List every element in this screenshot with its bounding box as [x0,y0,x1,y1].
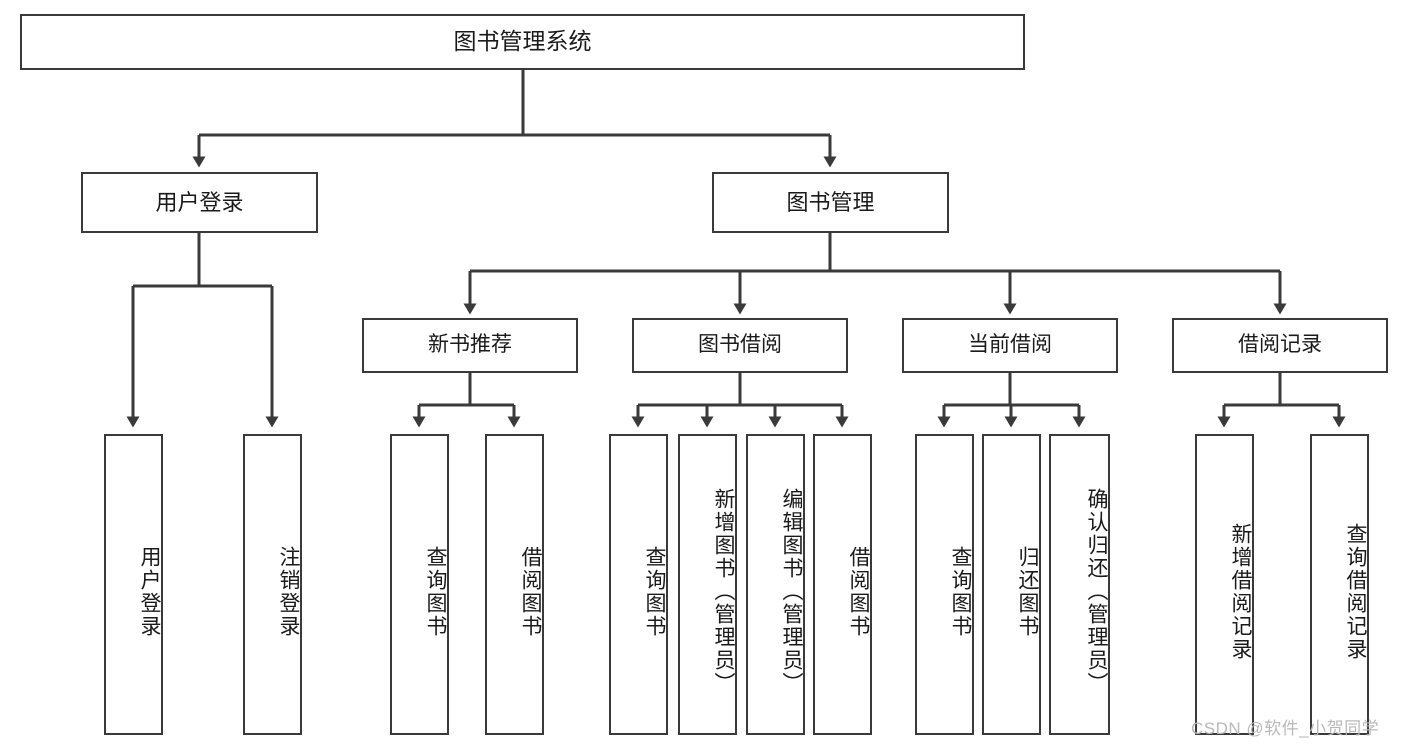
leaf-current-return-book[interactable]: 归还图书 [982,434,1041,735]
leaf-borrow-borrow-book[interactable]: 借阅图书 [813,434,872,735]
node-label: 借阅图书 [519,545,542,638]
node-book-borrow[interactable]: 图书借阅 [632,318,848,373]
node-label: 图书管理系统 [453,28,592,55]
leaf-current-query-book[interactable]: 查询图书 [915,434,974,735]
leaf-borrow-query-book[interactable]: 查询图书 [609,434,668,735]
node-root-book-management-system[interactable]: 图书管理系统 [20,14,1025,70]
node-label: 注销登录 [277,545,300,638]
node-label: 确认归还（管理员） [1085,488,1108,695]
leaf-borrow-add-book-admin[interactable]: 新增图书（管理员） [678,434,737,735]
node-label: 借阅记录 [1238,333,1322,357]
node-label: 新增图书（管理员） [712,488,735,695]
leaf-new-book-borrow-book[interactable]: 借阅图书 [485,434,544,735]
node-label: 当前借阅 [968,333,1052,357]
node-label: 查询借阅记录 [1344,522,1367,661]
leaf-new-book-query-book[interactable]: 查询图书 [390,434,449,735]
node-label: 归还图书 [1016,545,1039,638]
node-label: 查询图书 [949,545,972,638]
node-label: 新书推荐 [428,333,512,357]
node-label: 用户登录 [155,189,244,215]
node-current-borrow[interactable]: 当前借阅 [902,318,1118,373]
node-label: 图书管理 [786,189,875,215]
node-book-management[interactable]: 图书管理 [712,172,949,233]
leaf-user-login-login[interactable]: 用户登录 [104,434,163,735]
node-label: 图书借阅 [698,333,782,357]
leaf-current-confirm-return-admin[interactable]: 确认归还（管理员） [1049,434,1110,735]
node-label: 编辑图书（管理员） [780,488,803,695]
node-label: 用户登录 [138,545,161,638]
leaf-record-add-borrow-record[interactable]: 新增借阅记录 [1195,434,1254,735]
node-label: 借阅图书 [847,545,870,638]
node-new-book-recommend[interactable]: 新书推荐 [362,318,578,373]
node-user-login[interactable]: 用户登录 [81,172,318,233]
leaf-record-query-borrow-record[interactable]: 查询借阅记录 [1310,434,1369,735]
leaf-borrow-edit-book-admin[interactable]: 编辑图书（管理员） [746,434,805,735]
csdn-watermark: CSDN @软件_小贺同学 [1191,719,1380,738]
node-label: 查询图书 [424,545,447,638]
node-label: 查询图书 [643,545,666,638]
node-borrow-record[interactable]: 借阅记录 [1172,318,1388,373]
node-label: 新增借阅记录 [1229,522,1252,661]
leaf-user-login-logout[interactable]: 注销登录 [243,434,302,735]
